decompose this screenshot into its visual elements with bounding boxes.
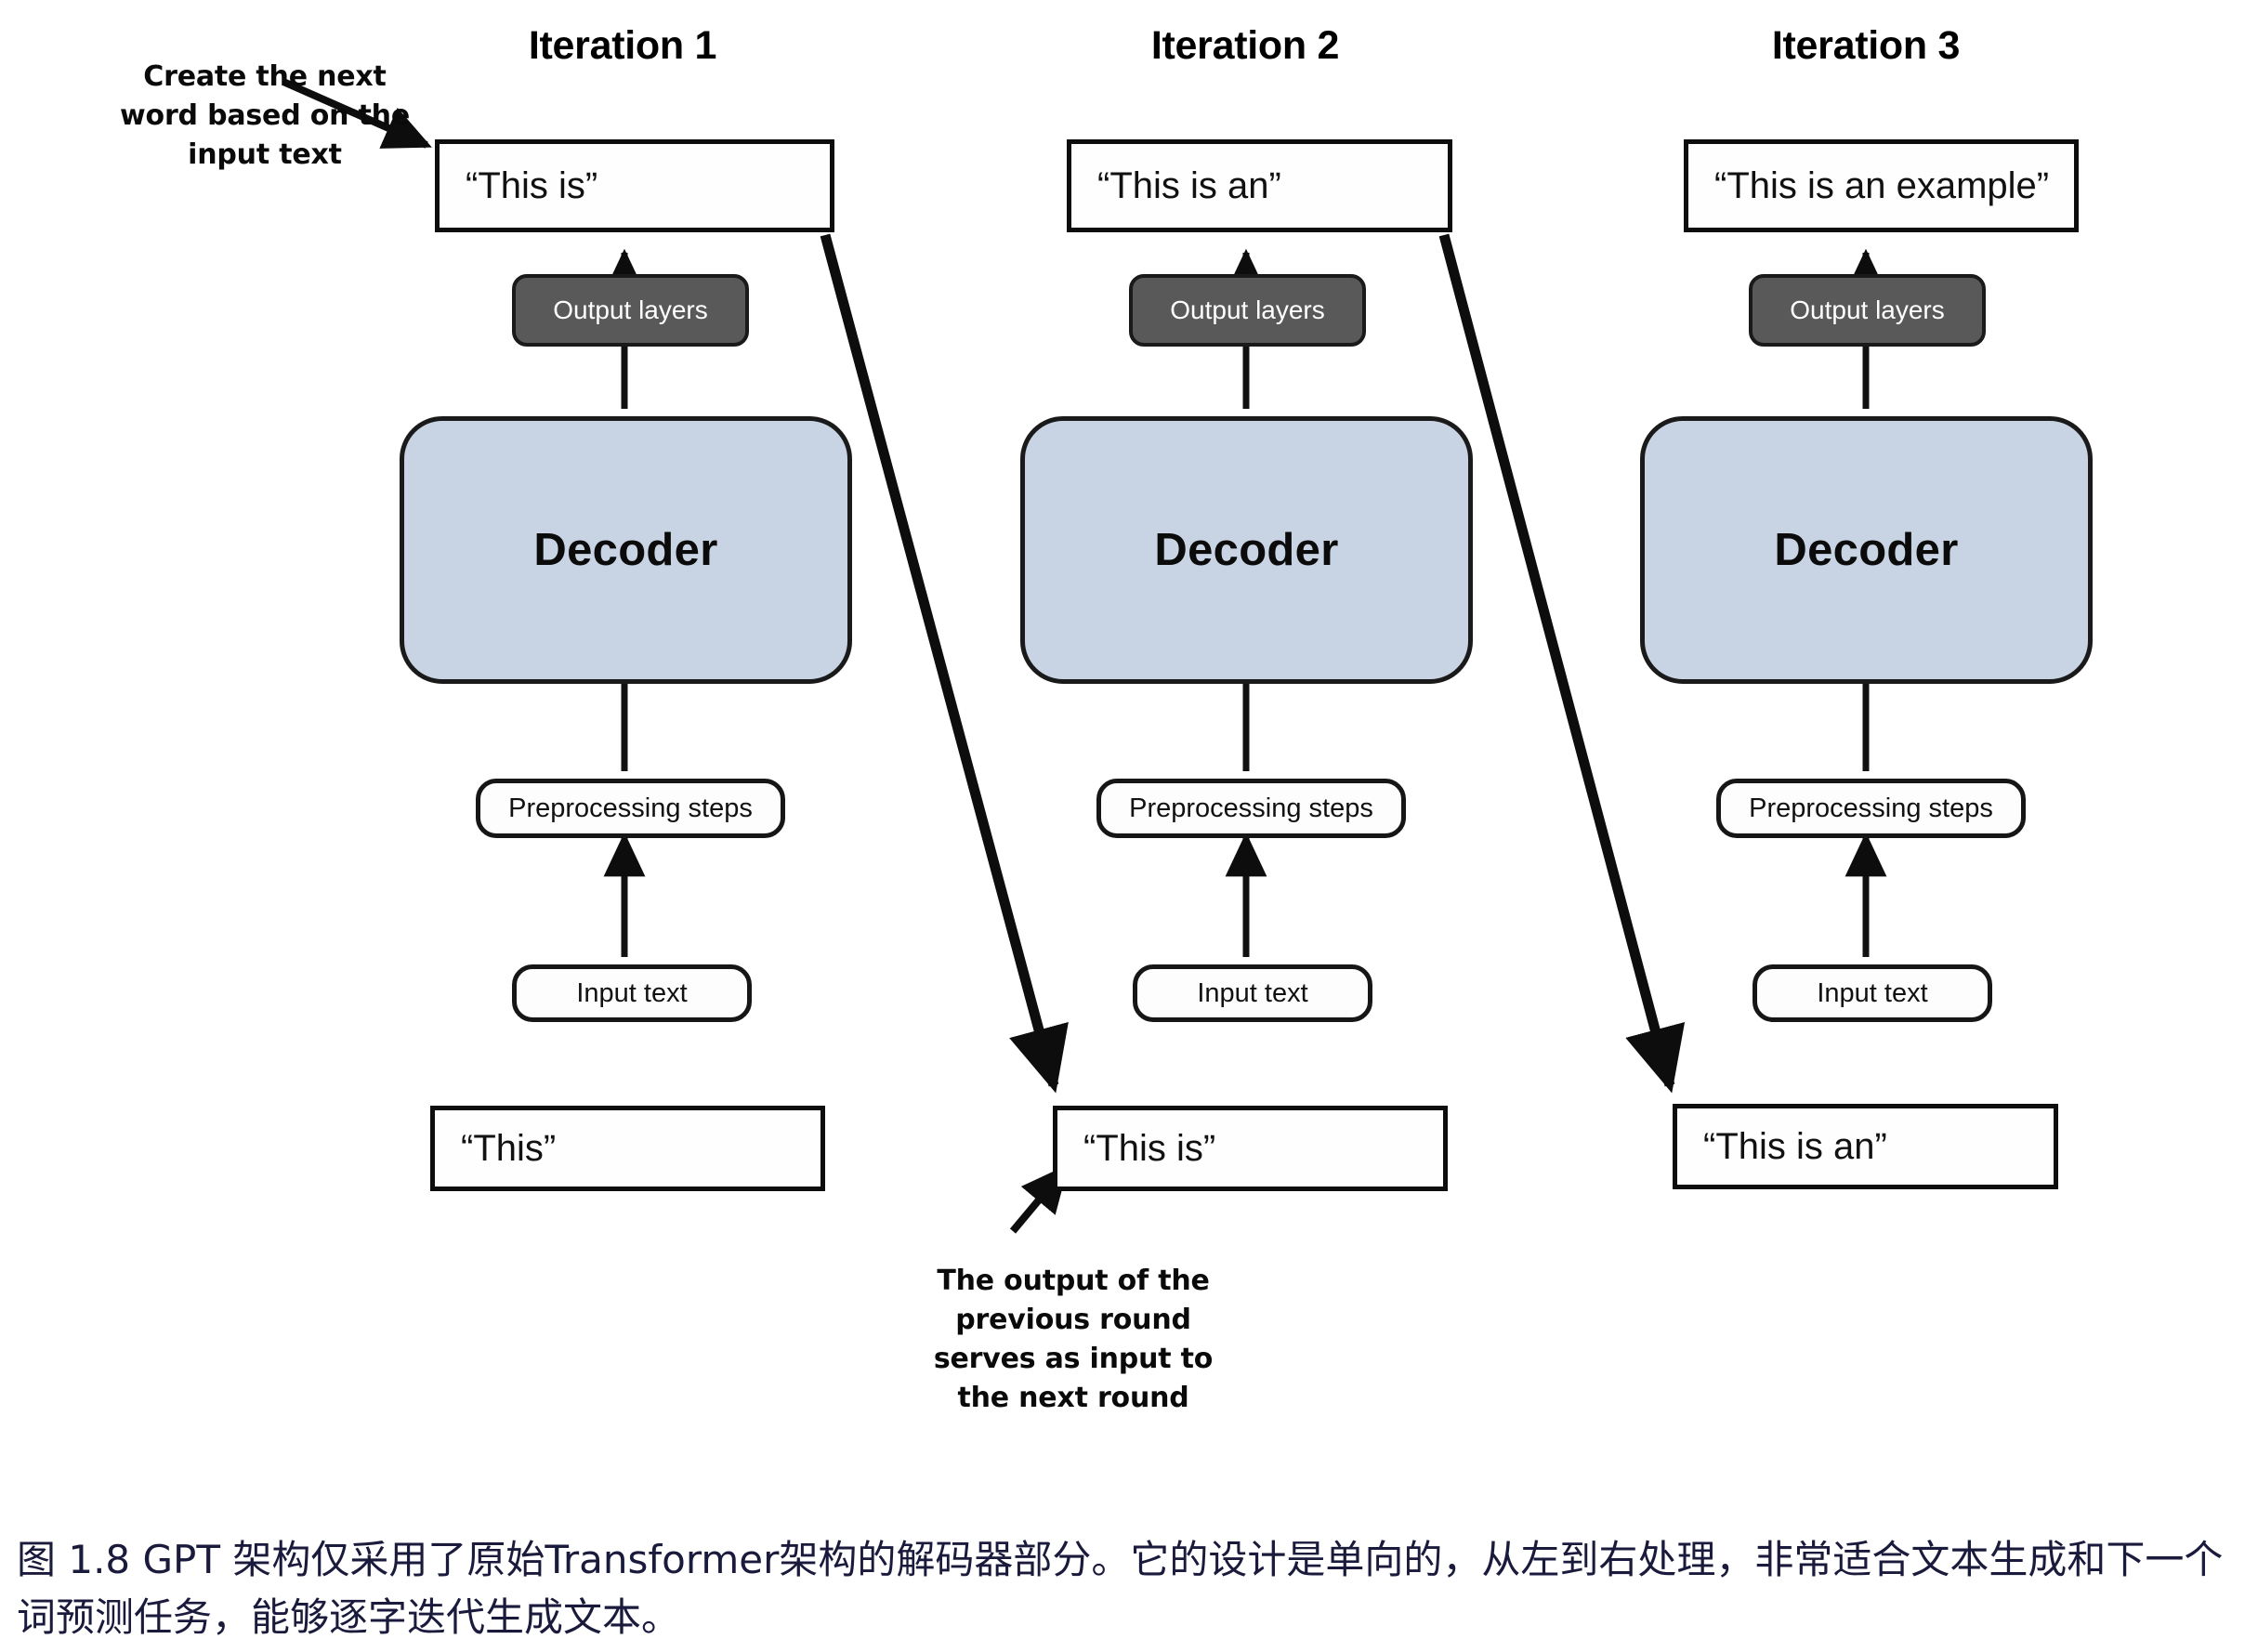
preprocessing-steps-label: Preprocessing steps	[1749, 793, 1993, 823]
preprocessing-steps-box-2: Preprocessing steps	[1096, 779, 1406, 838]
output-text-box-2: “This is an”	[1067, 139, 1452, 232]
input-value-label: “This is an”	[1703, 1125, 1887, 1167]
input-value-label: “This”	[461, 1127, 557, 1169]
preprocessing-steps-label: Preprocessing steps	[508, 793, 753, 823]
output-text-label: “This is”	[466, 164, 598, 206]
input-text-label: Input text	[1197, 977, 1308, 1008]
input-value-label: “This is”	[1083, 1127, 1216, 1169]
column-title-iteration-1: Iteration 1	[528, 23, 717, 68]
decoder-box-3: Decoder	[1640, 416, 2093, 684]
input-value-box-3: “This is an”	[1673, 1104, 2058, 1189]
column-title-iteration-3: Iteration 3	[1771, 23, 1961, 68]
input-text-label: Input text	[576, 977, 688, 1008]
output-layers-label: Output layers	[1790, 295, 1945, 324]
annotation-line: previous round	[955, 1304, 1191, 1336]
carryover-arrow-2-to-3	[1438, 233, 1686, 1094]
input-value-box-1: “This”	[430, 1106, 825, 1191]
annotation-line: the next round	[957, 1382, 1189, 1414]
annotation-output-feeds-next-round: The output of the previous round serves …	[915, 1262, 1231, 1418]
annotation-line: input text	[188, 138, 342, 171]
decoder-box-1: Decoder	[400, 416, 852, 684]
input-text-label: Input text	[1817, 977, 1928, 1008]
output-layers-label: Output layers	[553, 295, 708, 324]
annotation-line: Create the next	[143, 60, 387, 93]
decoder-label: Decoder	[1154, 525, 1339, 575]
decoder-label: Decoder	[1774, 525, 1959, 575]
preprocessing-steps-box-3: Preprocessing steps	[1716, 779, 2026, 838]
annotation-create-next-word: Create the next word based on the input …	[112, 58, 418, 175]
output-text-box-3: “This is an example”	[1684, 139, 2079, 232]
preprocessing-steps-label: Preprocessing steps	[1129, 793, 1373, 823]
annotation-line: word based on the	[120, 99, 410, 132]
output-layers-label: Output layers	[1170, 295, 1325, 324]
carryover-arrow-1-to-2	[820, 233, 1069, 1094]
output-layers-box-1: Output layers	[512, 274, 749, 347]
input-text-box-2: Input text	[1133, 964, 1372, 1022]
input-text-box-3: Input text	[1753, 964, 1992, 1022]
input-value-box-2: “This is”	[1053, 1106, 1448, 1191]
decoder-label: Decoder	[533, 525, 718, 575]
input-text-box-1: Input text	[512, 964, 752, 1022]
preprocessing-steps-box-1: Preprocessing steps	[476, 779, 785, 838]
annotation-line: serves as input to	[933, 1343, 1214, 1375]
output-layers-box-2: Output layers	[1129, 274, 1366, 347]
output-text-label: “This is an example”	[1714, 164, 2050, 206]
column-title-iteration-2: Iteration 2	[1150, 23, 1340, 68]
decoder-box-2: Decoder	[1020, 416, 1473, 684]
output-text-box-1: “This is”	[435, 139, 834, 232]
annotation-line: The output of the	[937, 1265, 1210, 1297]
output-layers-box-3: Output layers	[1749, 274, 1986, 347]
output-text-label: “This is an”	[1097, 164, 1281, 206]
figure-caption: 图 1.8 GPT 架构仅采用了原始Transformer架构的解码器部分。它的…	[17, 1537, 2224, 1641]
